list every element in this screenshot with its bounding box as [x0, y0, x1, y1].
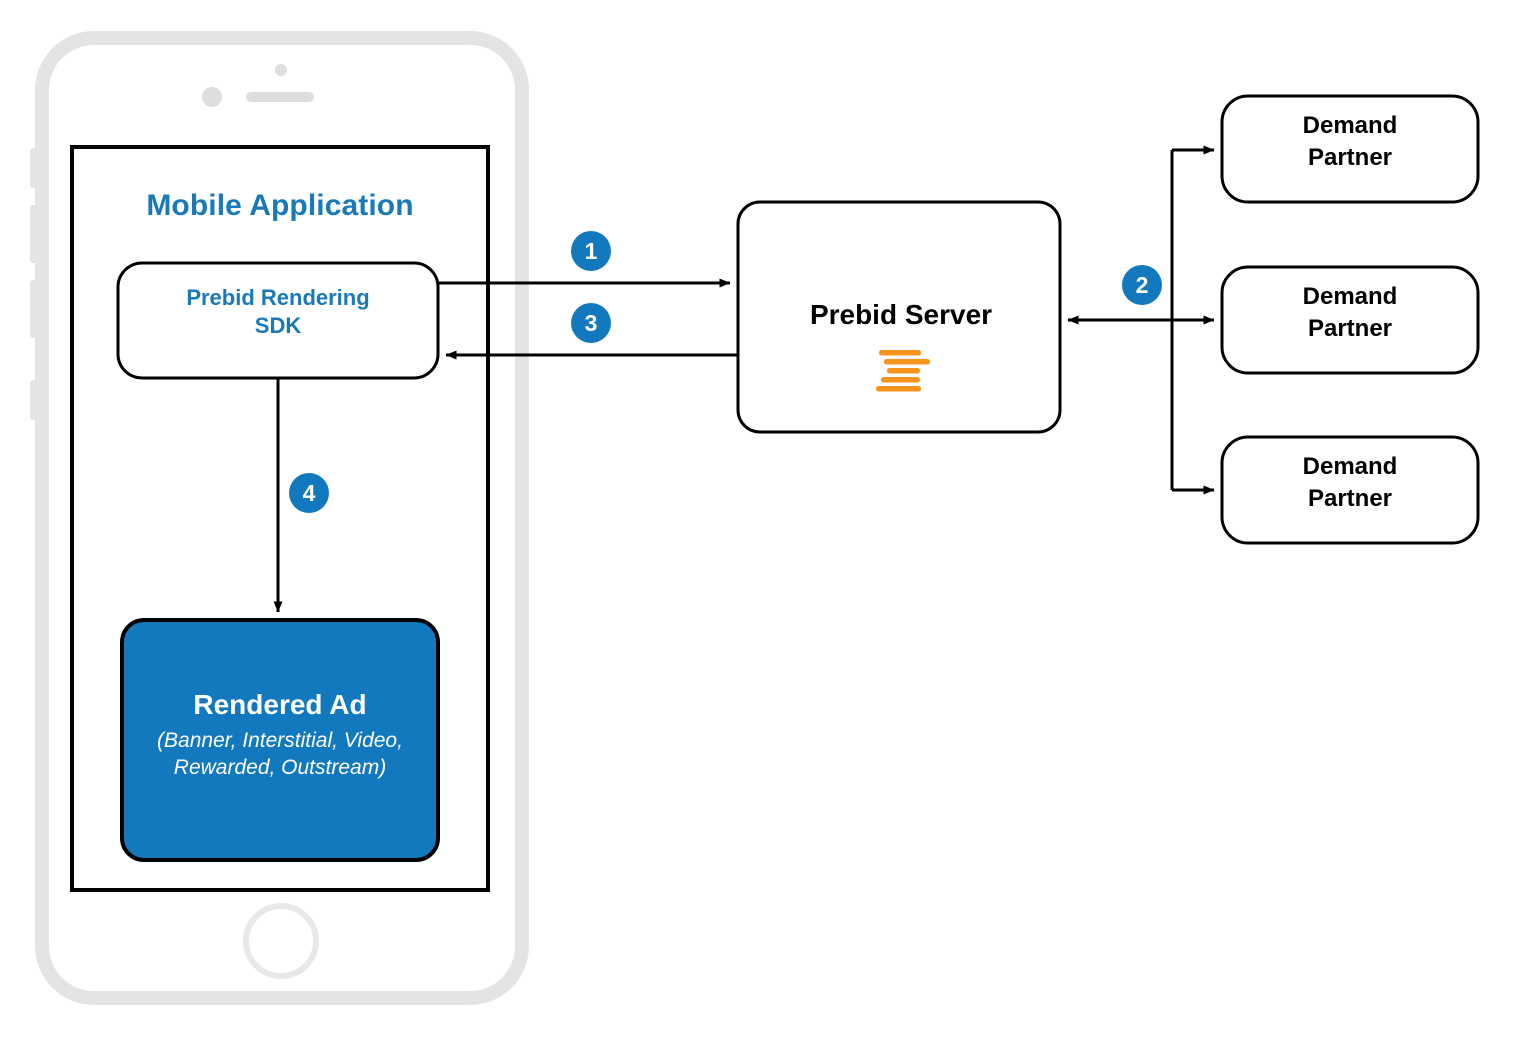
rendered-ad-title: Rendered Ad	[193, 689, 367, 720]
mobile-application-title: Mobile Application	[146, 189, 414, 222]
prebid-rendering-sdk-label: Prebid Rendering SDK	[186, 285, 370, 338]
rendered-ad-subtitle: (Banner, Interstitial, Video, Rewarded, …	[157, 729, 403, 779]
demand-partner-box-3[interactable]	[1220, 435, 1480, 545]
prebid-server-label: Prebid Server	[809, 299, 993, 330]
step-badge-4: 4	[289, 473, 329, 513]
demand-partner-label-1: Demand Partner	[1302, 112, 1398, 171]
demand-partner-label-2: Demand Partner	[1302, 283, 1398, 342]
proximity-sensor-dot	[202, 87, 222, 107]
demand-partner-box-1[interactable]	[1220, 94, 1480, 204]
step-badge-3: 3	[571, 303, 611, 343]
demand-partner-label-3: Demand Partner	[1302, 453, 1398, 512]
step-badge-2: 2	[1122, 265, 1162, 305]
prebid-server-box[interactable]	[736, 200, 1062, 434]
front-camera-dot	[275, 64, 287, 76]
speaker-grille	[246, 92, 314, 102]
demand-partner-box-2[interactable]	[1220, 265, 1480, 375]
step-badge-1: 1	[571, 231, 611, 271]
rendered-ad-box[interactable]	[120, 618, 440, 862]
prebid-logo-icon	[876, 350, 930, 392]
home-button[interactable]	[243, 903, 319, 979]
